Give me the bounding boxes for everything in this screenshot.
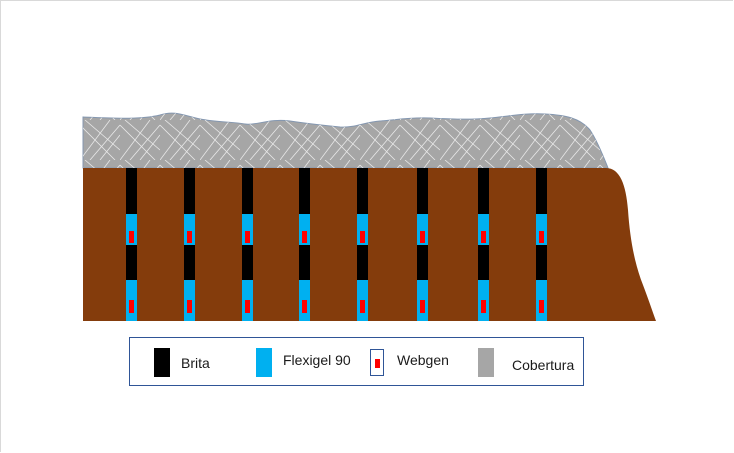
webgen-swatch-icon xyxy=(370,349,384,376)
drainage-column xyxy=(299,168,310,321)
legend-item-brita: Brita xyxy=(154,338,210,387)
legend-item-webgen: Webgen xyxy=(370,338,449,387)
legend-label: Brita xyxy=(181,354,210,371)
flexigel-swatch-icon xyxy=(256,348,272,377)
drainage-column xyxy=(417,168,428,321)
drainage-column xyxy=(184,168,195,321)
legend-item-cobertura: Cobertura xyxy=(478,338,574,387)
drainage-column xyxy=(126,168,137,321)
legend: Brita Flexigel 90 Webgen Cobertura xyxy=(129,337,584,386)
drainage-column xyxy=(242,168,253,321)
cover-layer xyxy=(82,112,609,169)
legend-item-flexigel: Flexigel 90 xyxy=(256,338,351,387)
legend-label: Webgen xyxy=(397,351,449,368)
cobertura-swatch-icon xyxy=(478,348,494,377)
soil-layer xyxy=(83,168,656,321)
brita-swatch-icon xyxy=(154,348,170,377)
drainage-column xyxy=(536,168,547,321)
drainage-column xyxy=(478,168,489,321)
drainage-column xyxy=(357,168,368,321)
drainage-columns xyxy=(126,168,547,321)
legend-label: Flexigel 90 xyxy=(283,351,351,368)
legend-label: Cobertura xyxy=(512,356,575,373)
